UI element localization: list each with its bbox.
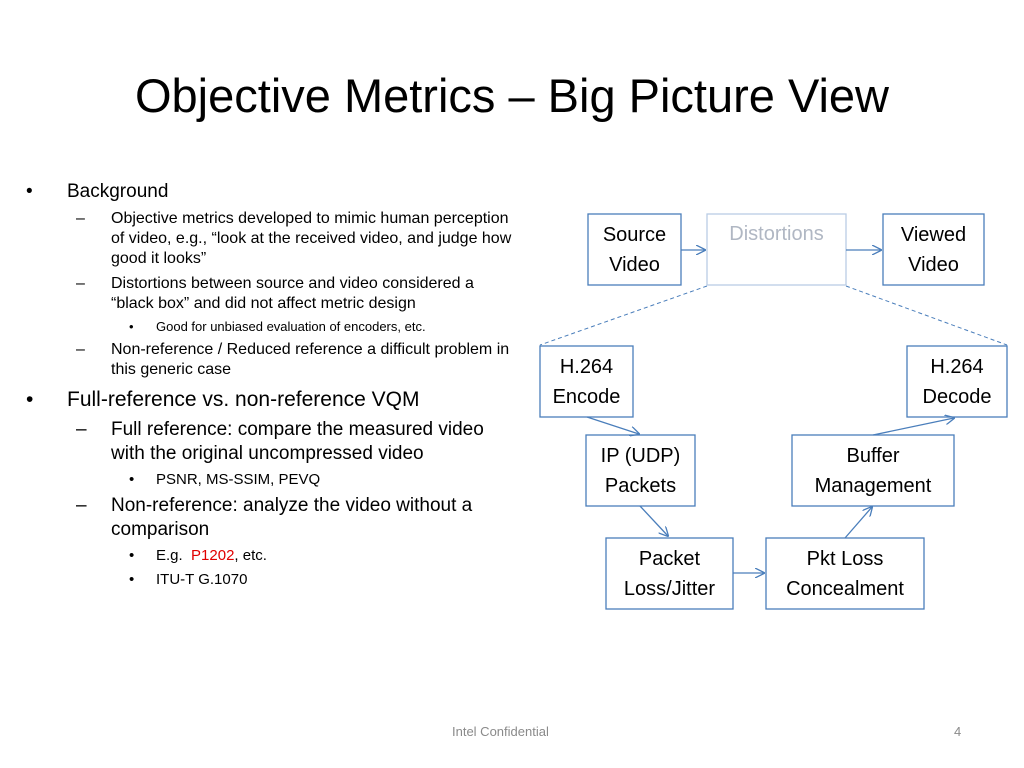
bullet-list: • Background – Objective metrics develop… [26,180,516,590]
h264-decode-box [906,345,1008,418]
sub-bullet-text: Non-reference / Reduced reference a diff… [111,341,510,378]
viewed-video-box [882,213,985,286]
bullet-vqm: • Full-reference vs. non-reference VQM [26,388,420,411]
sub-bullet-non-reference: – Non-reference / Reduced reference a di… [76,341,510,378]
source-video-label: Source Video [602,223,667,276]
sub-bullet-objective-metrics: – Objective metrics developed to mimic h… [76,210,512,267]
zoom-line-right [845,285,1008,346]
arrow-ip-to-packet-loss [639,505,668,536]
page-number: 4 [954,724,962,739]
h264-encode-label: H.264 Encode [552,355,621,408]
sub-sub-bullet-g1070: • ITU-T G.1070 [129,571,248,588]
arrow-encode-to-ip [586,416,639,434]
bullet-background: • Background [26,181,169,202]
sub-sub-bullet-prefix: E.g. [156,547,192,564]
sub-sub-bullet-p1202: • E.g. P1202, etc. [129,547,267,564]
source-video-box [587,213,682,286]
h264-decode-label: H.264 Decode [922,355,992,408]
slide-title: Objective Metrics – Big Picture View [134,69,890,122]
bullet-vqm-text: Full-reference vs. non-reference VQM [67,388,420,411]
sub-sub-bullet-text: ITU-T G.1070 [156,571,248,588]
sub-sub-bullet-suffix: , etc. [234,547,267,564]
sub-bullet-text: Distortions between source and video con… [111,275,474,312]
packet-loss-box [605,537,734,610]
sub-sub-bullet-text: Good for unbiased evaluation of encoders… [156,319,426,334]
sub-bullet-text: Non-reference: analyze the video without… [111,495,473,540]
sub-bullet-non-reference-vqm: – Non-reference: analyze the video witho… [76,495,473,540]
sub-bullet-text: Objective metrics developed to mimic hum… [111,210,512,267]
viewed-video-label: Viewed Video [900,223,967,276]
bullet-background-text: Background [67,181,169,202]
sub-sub-bullet-psnr: • PSNR, MS-SSIM, PEVQ [129,471,321,488]
distortions-box [706,213,847,286]
sub-sub-bullet-unbiased: • Good for unbiased evaluation of encode… [129,319,426,334]
packet-loss-label: Packet Loss/Jitter [623,547,716,600]
zoom-line-left [539,285,708,346]
h264-encode-box [539,345,634,418]
ip-packets-label: IP (UDP) Packets [600,444,681,497]
p1202-highlight: P1202 [191,547,235,564]
arrow-concealment-to-buffer [844,507,872,539]
pkt-loss-concealment-label: Pkt Loss Concealment [786,547,904,600]
arrow-buffer-to-decode [872,418,954,436]
sub-bullet-distortions: – Distortions between source and video c… [76,275,474,312]
buffer-management-label: Buffer Management [814,444,932,497]
sub-bullet-text: Full reference: compare the measured vid… [111,419,484,464]
sub-sub-bullet-text: PSNR, MS-SSIM, PEVQ [156,471,321,488]
footer-confidential: Intel Confidential [452,724,549,739]
sub-bullet-full-reference: – Full reference: compare the measured v… [76,419,484,464]
distortions-label: Distortions [729,223,824,245]
